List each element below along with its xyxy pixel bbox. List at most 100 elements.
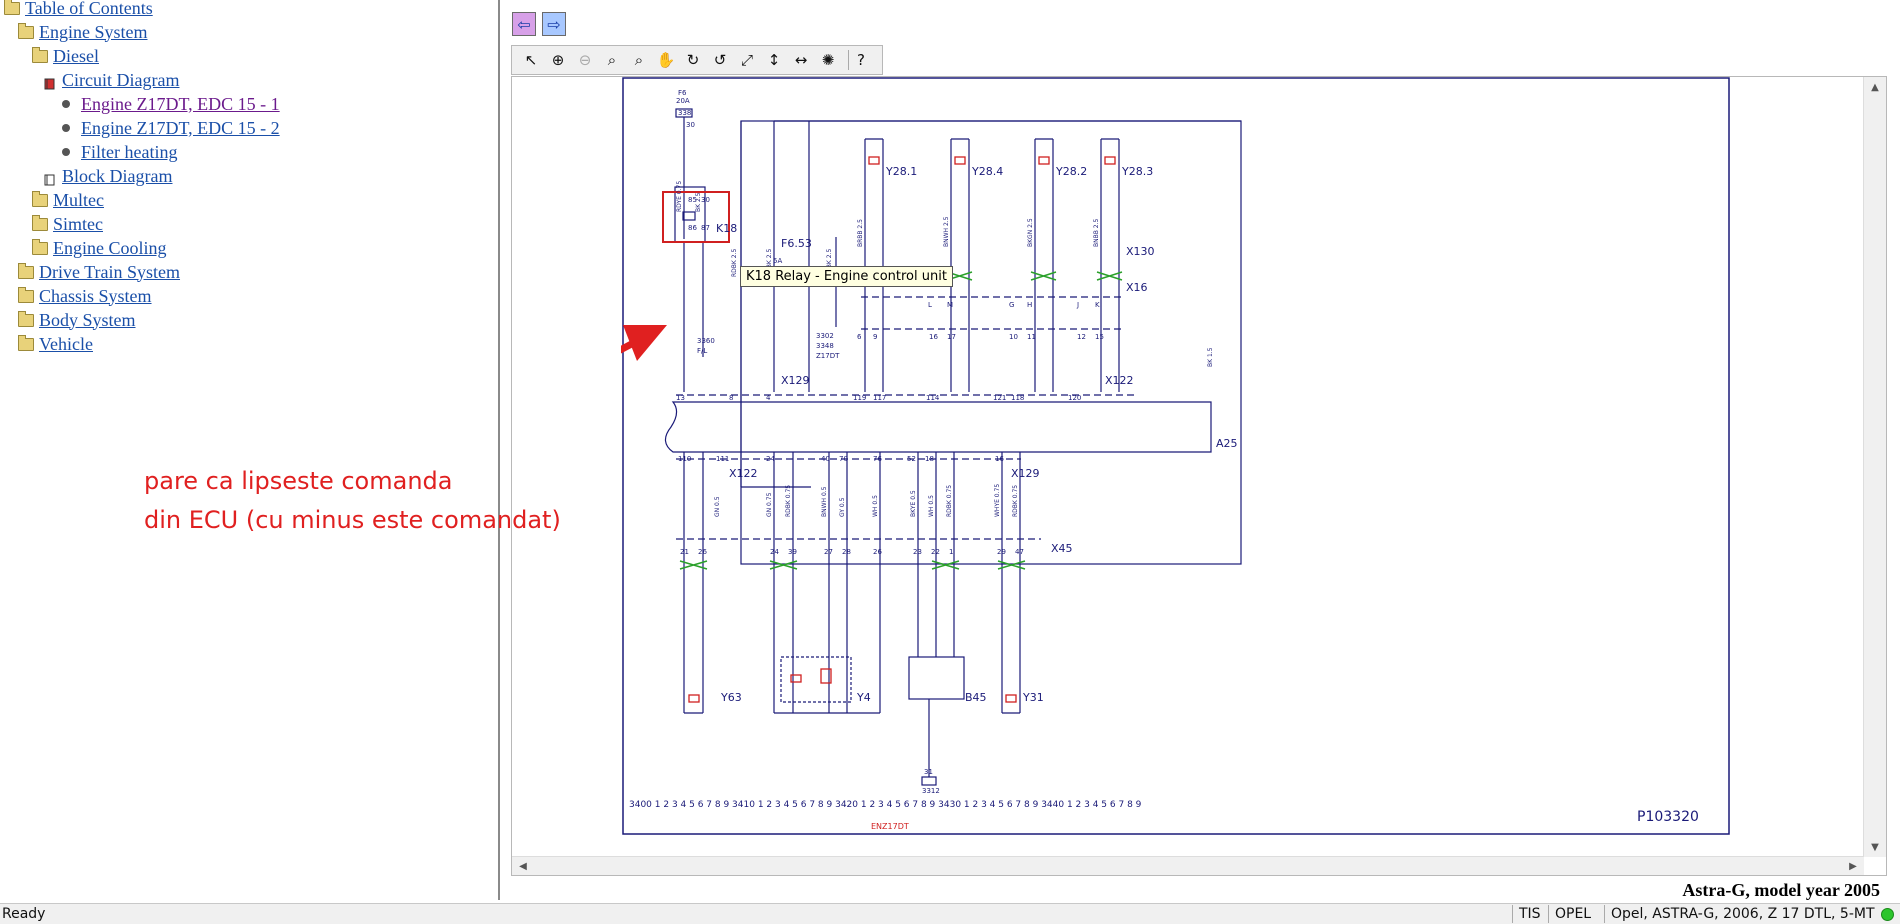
tree-item-label[interactable]: Engine System <box>39 21 148 42</box>
fuse-pin: 30 <box>686 121 695 129</box>
rotate-right-button[interactable]: ↻ <box>682 49 704 71</box>
tree-item[interactable]: Engine System <box>18 21 148 43</box>
wire-label: RDBK 0.75 <box>785 485 792 517</box>
folder-icon <box>18 286 34 303</box>
tree-item[interactable]: Circuit Diagram <box>44 69 179 91</box>
folder-open-icon <box>18 22 34 39</box>
bullet-icon <box>62 100 70 108</box>
tree-item-label[interactable]: Block Diagram <box>62 165 173 186</box>
tree-item-label[interactable]: Engine Cooling <box>53 237 167 258</box>
rotate-left-button[interactable]: ↺ <box>709 49 731 71</box>
pan-hand-icon: ✋ <box>656 51 676 69</box>
connector-pin: 39 <box>788 548 797 556</box>
wire-label: WHYE 0.75 <box>994 484 1001 517</box>
folder-icon <box>32 190 48 207</box>
tree-item-label[interactable]: Multec <box>53 189 104 210</box>
pan-hand-button[interactable]: ✋ <box>655 49 677 71</box>
relay-pin: 87 <box>701 224 710 232</box>
scroll-down-icon[interactable]: ▼ <box>1871 841 1879 853</box>
ecu-pin: 40 <box>821 455 830 463</box>
tree-item[interactable]: Chassis System <box>18 285 152 307</box>
tree-item-label[interactable]: Chassis System <box>39 285 152 306</box>
fuse-f653-label: F6.53 <box>781 237 812 250</box>
diagram-viewer[interactable]: F6 20A 338 30 K18 85 30 86 87 F6.53 5A 3… <box>511 76 1887 876</box>
connector-pin: 26 <box>873 548 882 556</box>
status-vehicle: Opel, ASTRA-G, 2006, Z 17 DTL, 5-MT <box>1604 905 1881 923</box>
component-label: Y4 <box>856 691 871 704</box>
tree-item-label[interactable]: Engine Z17DT, EDC 15 - 1 <box>81 93 280 114</box>
zoom-out-button[interactable]: ⊖ <box>574 49 596 71</box>
tree-item[interactable]: Diesel <box>32 45 99 67</box>
ground-ref: 3360 <box>697 337 715 345</box>
ecu-pin: 8 <box>729 394 733 402</box>
tree-item-label[interactable]: Simtec <box>53 213 103 234</box>
vertical-scrollbar[interactable]: ▲ ▼ <box>1863 77 1886 857</box>
pane-splitter[interactable] <box>498 0 500 900</box>
tree-item[interactable]: Filter heating <box>62 141 177 163</box>
fit-width-icon: ↔ <box>794 51 808 69</box>
zoom-button[interactable]: ⌕ <box>601 49 623 71</box>
circuit-diagram: F6 20A 338 30 K18 85 30 86 87 F6.53 5A 3… <box>621 77 1730 835</box>
connector-label: X122 <box>1105 374 1134 387</box>
tree-item[interactable]: Vehicle <box>18 333 93 355</box>
highlight-wire-button[interactable]: ✺ <box>817 49 839 71</box>
tree-item-label[interactable]: Circuit Diagram <box>62 69 180 90</box>
fit-height-button[interactable]: ↕ <box>763 49 785 71</box>
relay-k18-highlight <box>662 191 730 243</box>
tree-item-label[interactable]: Drive Train System <box>39 261 181 282</box>
tree-item-label[interactable]: Engine Z17DT, EDC 15 - 2 <box>81 117 280 138</box>
help-icon: ? <box>857 51 865 69</box>
wire-label: RDBK 2.5 <box>731 249 738 277</box>
connector-pin: 22 <box>931 548 940 556</box>
horizontal-scrollbar[interactable]: ◀ ▶ <box>512 856 1864 875</box>
ecu-a25-block <box>664 401 1212 453</box>
tree-item[interactable]: Block Diagram <box>44 165 172 187</box>
tree-item-label[interactable]: Vehicle <box>39 333 93 354</box>
wire-label: RDBK 0.75 <box>946 485 953 517</box>
fit-height-icon: ↕ <box>767 51 781 69</box>
back-button[interactable]: ⇦ <box>512 12 536 36</box>
tree-item[interactable]: Engine Z17DT, EDC 15 - 1 <box>62 93 280 115</box>
ecu-pin: 119 <box>853 394 866 402</box>
connection-status-icon <box>1881 908 1894 921</box>
status-bar: Ready TIS OPEL Opel, ASTRA-G, 2006, Z 17… <box>0 903 1900 924</box>
tree-item-label[interactable]: Diesel <box>53 45 99 66</box>
tree-item[interactable]: Table of Contents <box>4 0 153 19</box>
wire-label: BK 1.5 <box>1207 347 1214 367</box>
wire-label: BKYE 0.5 <box>910 490 917 517</box>
connector-pin: 29 <box>997 548 1006 556</box>
fit-width-button[interactable]: ↔ <box>790 49 812 71</box>
zoom-window-button[interactable]: ⌕ <box>628 49 650 71</box>
tree-item[interactable]: Engine Z17DT, EDC 15 - 2 <box>62 117 280 139</box>
annotation-line: din ECU (cu minus este comandat) <box>144 506 561 534</box>
fit-all-button[interactable]: ⤢ <box>736 49 758 71</box>
wire-label: BRBB 2.5 <box>857 219 864 247</box>
fuse-rating: 20A <box>676 97 690 105</box>
help-button[interactable]: ? <box>850 49 872 71</box>
forward-button[interactable]: ⇨ <box>542 12 566 36</box>
ecu-pin: 118 <box>1011 394 1024 402</box>
tree-item[interactable]: Drive Train System <box>18 261 180 283</box>
relay-pin: 86 <box>688 224 697 232</box>
tree-item-label[interactable]: Table of Contents <box>25 0 153 18</box>
connector-pin: 17 <box>947 333 956 341</box>
tree-item[interactable]: Engine Cooling <box>32 237 167 259</box>
wire-label: GY 0.5 <box>839 497 846 517</box>
scroll-right-icon[interactable]: ▶ <box>1849 860 1857 872</box>
tree-item-label[interactable]: Body System <box>39 309 136 330</box>
tree-item[interactable]: Multec <box>32 189 104 211</box>
wire-label: BNWH 2.5 <box>943 216 950 247</box>
component-label: B45 <box>965 691 987 704</box>
sheet-frame <box>622 77 1730 835</box>
tree-item[interactable]: Body System <box>18 309 136 331</box>
connector-label: X45 <box>1051 542 1073 555</box>
tree-item-label[interactable]: Filter heating <box>81 141 178 162</box>
scroll-up-icon[interactable]: ▲ <box>1871 81 1879 93</box>
scroll-left-icon[interactable]: ◀ <box>519 860 527 872</box>
select-tool-button[interactable]: ↖ <box>520 49 542 71</box>
relay-conn-label: F/L <box>697 347 707 355</box>
tree-item[interactable]: Simtec <box>32 213 103 235</box>
zoom-in-button[interactable]: ⊕ <box>547 49 569 71</box>
ecu-pin: 110 <box>678 455 691 463</box>
connector-pin: M <box>947 301 953 309</box>
